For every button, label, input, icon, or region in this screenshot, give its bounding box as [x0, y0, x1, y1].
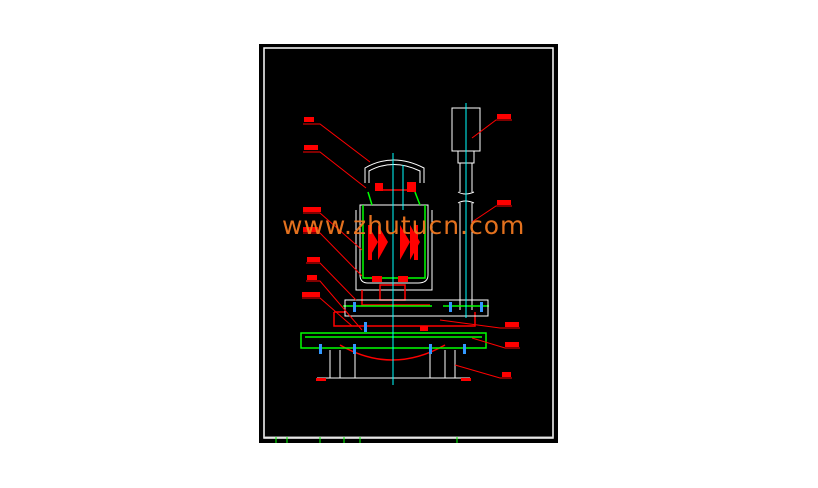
leader-label-marks — [302, 114, 519, 377]
motor-housing — [355, 159, 433, 291]
seal-block — [420, 326, 428, 331]
watermark: www.zhutucn.com — [282, 211, 525, 240]
title-block-ticks — [275, 437, 458, 443]
base-foot — [316, 378, 471, 381]
drawing-frame — [263, 47, 554, 439]
housing-green-section — [362, 191, 426, 279]
stator-section — [368, 182, 420, 282]
leader-lines — [302, 119, 520, 379]
centerlines — [392, 103, 467, 385]
bolts — [319, 302, 483, 354]
